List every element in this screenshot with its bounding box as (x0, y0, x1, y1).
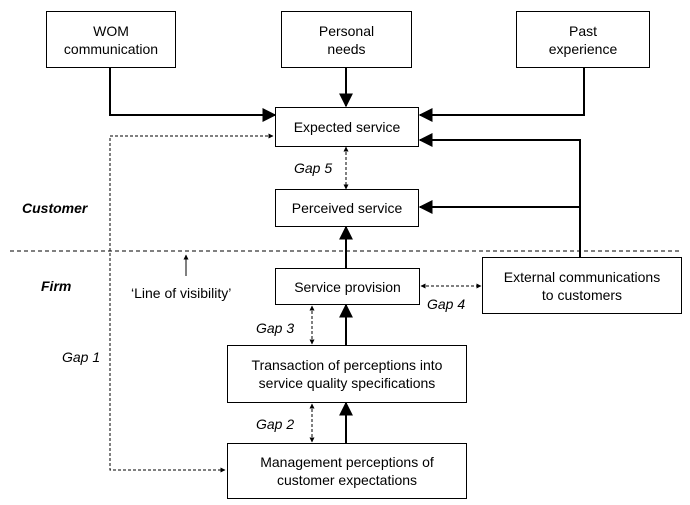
gap2-label: Gap 2 (256, 416, 295, 432)
perceived-service-box: Perceived service (275, 189, 419, 227)
management-perceptions-box: Management perceptions of customer expec… (227, 443, 467, 499)
transaction-box: Transaction of perceptions into service … (227, 345, 467, 403)
gap3-label: Gap 3 (256, 320, 295, 336)
service-provision-box: Service provision (275, 268, 420, 305)
arrow-wom-to-expected (109, 68, 277, 122)
gap1-arrow (109, 133, 274, 473)
expected-service-box: Expected service (275, 107, 419, 147)
line-of-visibility-label: ‘Line of visibility’ (131, 285, 232, 301)
gap1-label: Gap 1 (62, 349, 101, 365)
wom-communication-box: WOM communication (46, 11, 176, 68)
arrow-external-to-expected (418, 133, 581, 257)
arrow-past-to-expected (418, 68, 585, 122)
customer-label: Customer (22, 200, 88, 216)
gap5-label: Gap 5 (294, 160, 333, 176)
past-experience-box: Past experience (516, 11, 650, 68)
external-communications-box: External communications to customers (482, 257, 682, 314)
gap4-label: Gap 4 (427, 296, 466, 312)
firm-label: Firm (41, 278, 72, 294)
personal-needs-box: Personal needs (281, 11, 412, 68)
